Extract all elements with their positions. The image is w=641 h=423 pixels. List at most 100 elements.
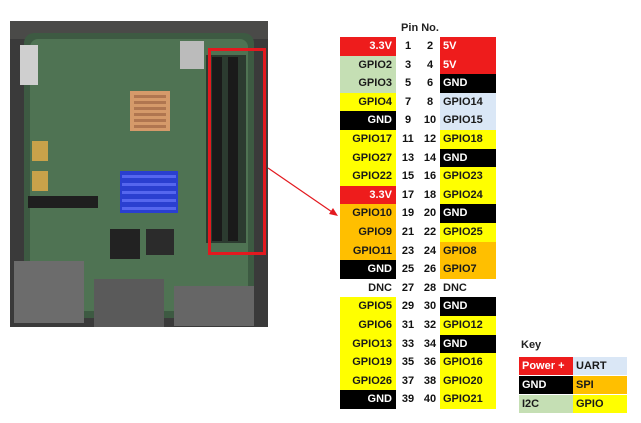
right-pin-label: GPIO18 (440, 130, 496, 149)
left-pin-number: 9 (404, 114, 412, 127)
right-pin-label: DNC (440, 278, 496, 298)
right-pin-label: GPIO24 (440, 185, 496, 205)
right-pin-number: 34 (423, 337, 437, 350)
key-item-gpio: GPIO (573, 395, 627, 413)
left-pin-label: GND (340, 260, 396, 279)
right-pin-label: GPIO23 (440, 167, 496, 186)
right-pin-number: 40 (423, 393, 437, 406)
right-pin-number: 6 (426, 77, 434, 90)
right-pin-label: GPIO14 (440, 92, 496, 112)
left-pin-label: GPIO9 (340, 223, 396, 242)
left-pin-label: GPIO11 (340, 241, 396, 261)
right-pin-number: 24 (423, 244, 437, 257)
left-pin-label: GPIO26 (340, 371, 396, 391)
key-item-uart: UART (573, 357, 627, 375)
left-pin-label: GPIO5 (340, 297, 396, 316)
right-pin-number: 28 (423, 281, 437, 294)
key-item-power: Power + (519, 357, 573, 375)
right-pin-number: 10 (423, 114, 437, 127)
left-pin-number: 3 (404, 58, 412, 71)
right-pin-number: 26 (423, 263, 437, 276)
left-pin-number: 5 (404, 77, 412, 90)
right-pin-number: 8 (426, 95, 434, 108)
left-pin-number: 13 (401, 151, 415, 164)
right-pin-number: 36 (423, 356, 437, 369)
right-pin-number: 30 (423, 300, 437, 313)
left-pin-label: 3.3V (340, 37, 396, 56)
gpio-header-highlight (208, 48, 266, 255)
left-pin-label: GPIO19 (340, 353, 396, 372)
right-pin-label: GPIO21 (440, 390, 496, 409)
left-pin-number: 15 (401, 170, 415, 183)
left-pin-label: GPIO13 (340, 334, 396, 354)
left-pin-label: 3.3V (340, 185, 396, 205)
left-pin-label: GPIO27 (340, 148, 396, 168)
key-title: Key (521, 339, 542, 351)
left-pin-label: GPIO6 (340, 316, 396, 335)
right-pin-label: GPIO8 (440, 241, 496, 261)
left-pin-number: 29 (401, 300, 415, 313)
left-pin-number: 21 (401, 226, 415, 238)
key-item-spi: SPI (573, 376, 627, 394)
right-pin-label: GPIO16 (440, 353, 496, 372)
left-pin-number: 11 (402, 133, 414, 145)
left-pin-number: 27 (401, 281, 415, 294)
left-pin-label: GPIO10 (340, 204, 396, 223)
pin-row: GPIO4 7 8 GPIO14 (340, 92, 498, 112)
left-pin-label: GPIO3 (340, 74, 396, 93)
left-pin-number: 39 (401, 393, 415, 406)
right-pin-number: 32 (423, 319, 437, 331)
right-pin-number: 12 (423, 133, 437, 145)
right-pin-label: GPIO7 (440, 260, 496, 279)
right-pin-label: GPIO12 (440, 316, 496, 335)
left-pin-number: 25 (401, 263, 415, 276)
right-pin-number: 18 (423, 188, 437, 201)
left-pin-label: GPIO22 (340, 167, 396, 186)
left-pin-number: 1 (404, 40, 412, 52)
right-pin-label: GPIO20 (440, 371, 496, 391)
right-pin-number: 20 (423, 207, 437, 220)
right-pin-number: 16 (423, 170, 437, 183)
right-pin-label: GND (440, 297, 496, 316)
left-pin-label: GPIO17 (340, 130, 396, 149)
right-pin-label: GND (440, 148, 496, 168)
left-pin-number: 31 (401, 319, 415, 331)
right-pin-label: 5V (440, 37, 496, 56)
right-pin-number: 38 (423, 374, 437, 387)
left-pin-number: 19 (401, 207, 415, 220)
left-pin-label: GND (340, 390, 396, 409)
left-pin-number: 33 (401, 337, 415, 350)
key-item-gnd: GND (519, 376, 573, 394)
right-pin-number: 14 (423, 151, 437, 164)
left-pin-label: DNC (340, 278, 396, 298)
left-pin-number: 17 (401, 188, 415, 201)
right-pin-number: 22 (423, 226, 437, 238)
right-pin-number: 4 (426, 58, 434, 71)
right-pin-label: 5V (440, 55, 496, 75)
pin-number-header: Pin No. (401, 22, 439, 34)
left-pin-number: 7 (404, 95, 412, 108)
left-pin-label: GPIO4 (340, 92, 396, 112)
right-pin-label: GND (440, 204, 496, 223)
right-pin-label: GPIO15 (440, 111, 496, 130)
right-pin-label: GND (440, 74, 496, 93)
raspberry-pi-photo (10, 21, 268, 327)
right-pin-label: GND (440, 334, 496, 354)
